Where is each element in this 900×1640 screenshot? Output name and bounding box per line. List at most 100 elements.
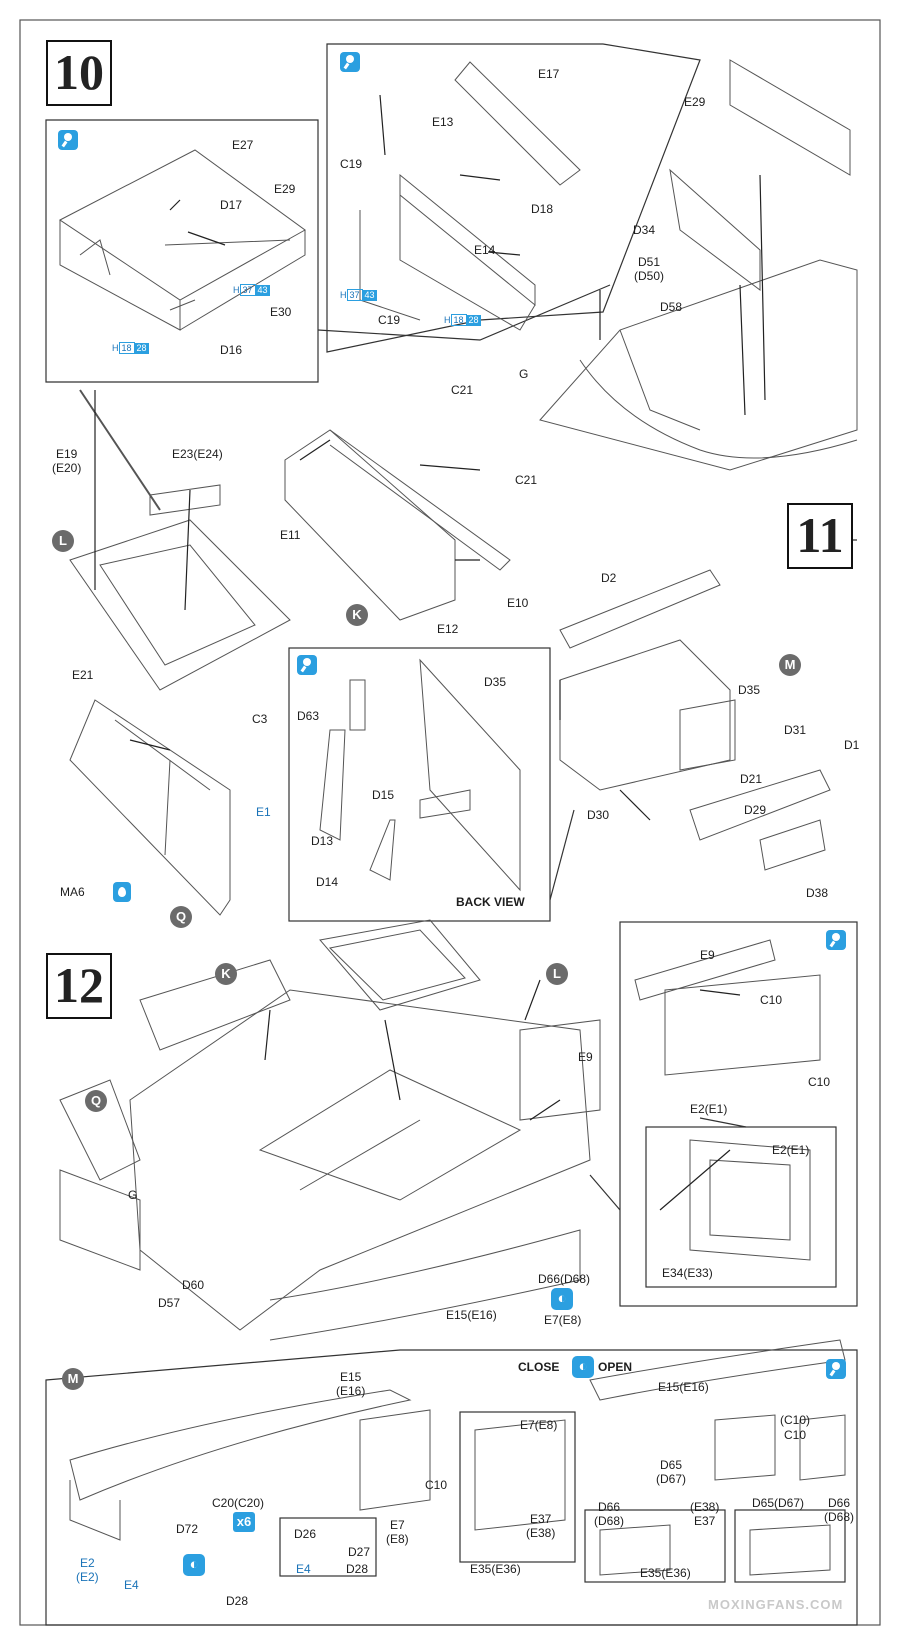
label-e2-bottom: E2 (80, 1556, 95, 1570)
label-ma6: MA6 (60, 885, 85, 899)
label-c10-right-a: (C10) (780, 1413, 811, 1427)
label-c21-top: C21 (451, 383, 474, 397)
label-d21: D21 (740, 772, 763, 786)
paint-icon (826, 1359, 846, 1379)
marker-m: M (779, 654, 801, 676)
label-e7-bottom: E7 (390, 1518, 405, 1532)
label-d18: D18 (531, 202, 554, 216)
label-d26: D26 (294, 1527, 317, 1541)
label-e2-b: E2(E1) (772, 1143, 810, 1157)
label-d17: D17 (220, 198, 243, 212)
label-e7-box: E7(E8) (520, 1418, 558, 1432)
label-e20: (E20) (52, 461, 82, 475)
label-d58: D58 (660, 300, 683, 314)
label-d38: D38 (806, 886, 829, 900)
label-d15: D15 (372, 788, 395, 802)
step-number-12: 12 (46, 953, 112, 1019)
label-e38-right: (E38) (690, 1500, 720, 1514)
paint-icon (340, 52, 360, 72)
label-c10-right-b: C10 (784, 1428, 807, 1442)
label-e30: E30 (270, 305, 292, 319)
label-c10-a: C10 (760, 993, 783, 1007)
label-e13: E13 (432, 115, 454, 129)
label-e9: E9 (578, 1050, 593, 1064)
close-label: CLOSE (518, 1360, 560, 1374)
paint-drop-icon (113, 882, 131, 902)
label-e29-inset: E29 (274, 182, 296, 196)
label-e8-bottom: (E8) (386, 1532, 409, 1546)
marker-q: Q (170, 906, 192, 928)
label-d30: D30 (587, 808, 610, 822)
marker-l: L (546, 963, 568, 985)
label-c21-right: C21 (515, 473, 538, 487)
marker-m: M (62, 1368, 84, 1390)
label-d65b: D65(D67) (752, 1496, 805, 1510)
label-d68-box: (D68) (594, 1514, 625, 1528)
label-d1: D1 (844, 738, 860, 752)
label-d14: D14 (316, 875, 339, 889)
label-d13: D13 (311, 834, 334, 848)
label-e34: E34(E33) (662, 1266, 713, 1280)
label-d63: D63 (297, 709, 320, 723)
label-d66-right: D66 (828, 1496, 851, 1510)
label-d28-box: D28 (346, 1562, 369, 1576)
label-c20: C20(C20) (212, 1496, 265, 1510)
label-e15: E15(E16) (446, 1308, 497, 1322)
label-e23: E23(E24) (172, 447, 223, 461)
paint-icon (297, 655, 317, 675)
label-d72: D72 (176, 1522, 199, 1536)
label-e9-panel: E9 (700, 948, 715, 962)
step-number-11: 11 (787, 503, 853, 569)
label-e38-box: (E38) (526, 1526, 556, 1540)
label-e15-right: E15(E16) (658, 1380, 709, 1394)
marker-q: Q (85, 1090, 107, 1112)
label-d28-bottom: D28 (226, 1594, 249, 1608)
label-e7: E7(E8) (544, 1313, 582, 1327)
label-e4-box: E4 (296, 1562, 311, 1576)
label-e11: E11 (280, 528, 301, 542)
label-d2: D2 (601, 571, 617, 585)
label-e37-box: E37 (530, 1512, 552, 1526)
label-d65: D65 (660, 1458, 683, 1472)
label-e2b-bottom: (E2) (76, 1570, 99, 1584)
label-d50: (D50) (634, 269, 665, 283)
label-e35-right: E35(E36) (640, 1566, 691, 1580)
label-e35-box: E35(E36) (470, 1562, 521, 1576)
label-c19-top: C19 (340, 157, 363, 171)
label-d67: (D67) (656, 1472, 687, 1486)
marker-l: L (52, 530, 74, 552)
label-d60: D60 (182, 1278, 205, 1292)
label-e19: E19 (56, 447, 78, 461)
label-d68-right: (D68) (824, 1510, 855, 1524)
label-e29-main: E29 (684, 95, 706, 109)
label-d66-box: D66 (598, 1500, 621, 1514)
open-close-icon (572, 1356, 594, 1378)
quantity-badge: x6 (233, 1512, 255, 1532)
label-c10-b: C10 (808, 1075, 831, 1089)
label-c3: C3 (252, 712, 268, 726)
label-d31: D31 (784, 723, 807, 737)
back-view-caption: BACK VIEW (456, 895, 525, 909)
paint-icon (58, 130, 78, 150)
label-e17: E17 (538, 67, 560, 81)
label-d57: D57 (158, 1296, 181, 1310)
label-e14: E14 (474, 243, 496, 257)
marker-k: K (215, 963, 237, 985)
label-e4-bottom: E4 (124, 1578, 139, 1592)
label-d16: D16 (220, 343, 243, 357)
label-d27: D27 (348, 1545, 371, 1559)
label-d29: D29 (744, 803, 767, 817)
label-d34: D34 (633, 223, 656, 237)
label-e1: E1 (256, 805, 271, 819)
open-label: OPEN (598, 1360, 633, 1374)
label-d35-right: D35 (738, 683, 761, 697)
label-e21: E21 (72, 668, 94, 682)
label-c19-bottom: C19 (378, 313, 401, 327)
label-c10-bottom: C10 (425, 1478, 448, 1492)
label-e27: E27 (232, 138, 254, 152)
label-e37-right: E37 (694, 1514, 716, 1528)
